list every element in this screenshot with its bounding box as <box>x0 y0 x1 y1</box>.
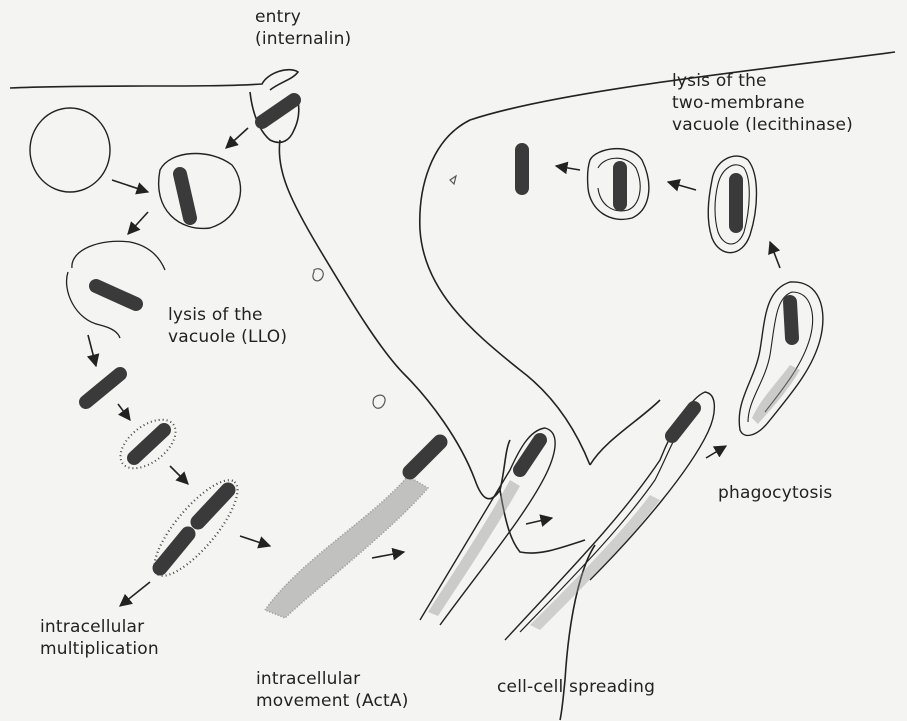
phagocytic-vacuole <box>739 282 823 436</box>
label-phagocytosis-line1: phagocytosis <box>718 482 833 504</box>
label-lysis-vacuole-line1: lysis of the <box>168 304 287 326</box>
label-phagocytosis: phagocytosis <box>718 482 833 504</box>
protrusion-spreading <box>420 428 555 625</box>
label-cell-cell-spreading: cell-cell spreading <box>497 676 655 698</box>
label-lysis-two-membrane: lysis of the two-membrane vacuole (lecit… <box>672 70 853 136</box>
two-membrane-vacuole <box>708 156 756 253</box>
vacuole-circle <box>30 108 110 192</box>
actin-tail-cell1 <box>265 442 440 618</box>
lysing-two-membrane-vacuole <box>588 149 649 220</box>
label-spreading-line1: cell-cell spreading <box>497 676 655 698</box>
label-entry: entry (internalin) <box>255 6 351 50</box>
label-movement-line1: intracellular <box>256 668 409 690</box>
vacuole-with-bacterium <box>159 154 241 229</box>
lysing-vacuole <box>67 241 165 338</box>
label-lysis-vacuole-line2: vacuole (LLO) <box>168 326 287 348</box>
label-intracellular-movement: intracellular movement (ActA) <box>256 668 409 712</box>
label-multiplication-line1: intracellular <box>40 616 159 638</box>
label-movement-line2: movement (ActA) <box>256 690 409 712</box>
bacterium-actin-coated <box>112 410 185 478</box>
bacterium-free <box>86 374 120 402</box>
organelle-doodles <box>313 176 456 408</box>
label-lysis-vacuole: lysis of the vacuole (LLO) <box>168 304 287 348</box>
protrusion-double-membrane <box>505 392 714 640</box>
neighbor-cell-membrane <box>420 52 895 720</box>
label-multiplication-line2: multiplication <box>40 638 159 660</box>
label-intracellular-multiplication: intracellular multiplication <box>40 616 159 660</box>
label-lysis-two-membrane-line3: vacuole (lecithinase) <box>672 114 853 136</box>
host-cell-membrane <box>10 70 510 499</box>
label-entry-line1: entry <box>255 6 351 28</box>
dividing-bacteria <box>142 469 250 587</box>
label-lysis-two-membrane-line2: two-membrane <box>672 92 853 114</box>
bacterium-entry <box>262 100 294 122</box>
label-entry-line2: (internalin) <box>255 28 351 50</box>
label-lysis-two-membrane-line1: lysis of the <box>672 70 853 92</box>
